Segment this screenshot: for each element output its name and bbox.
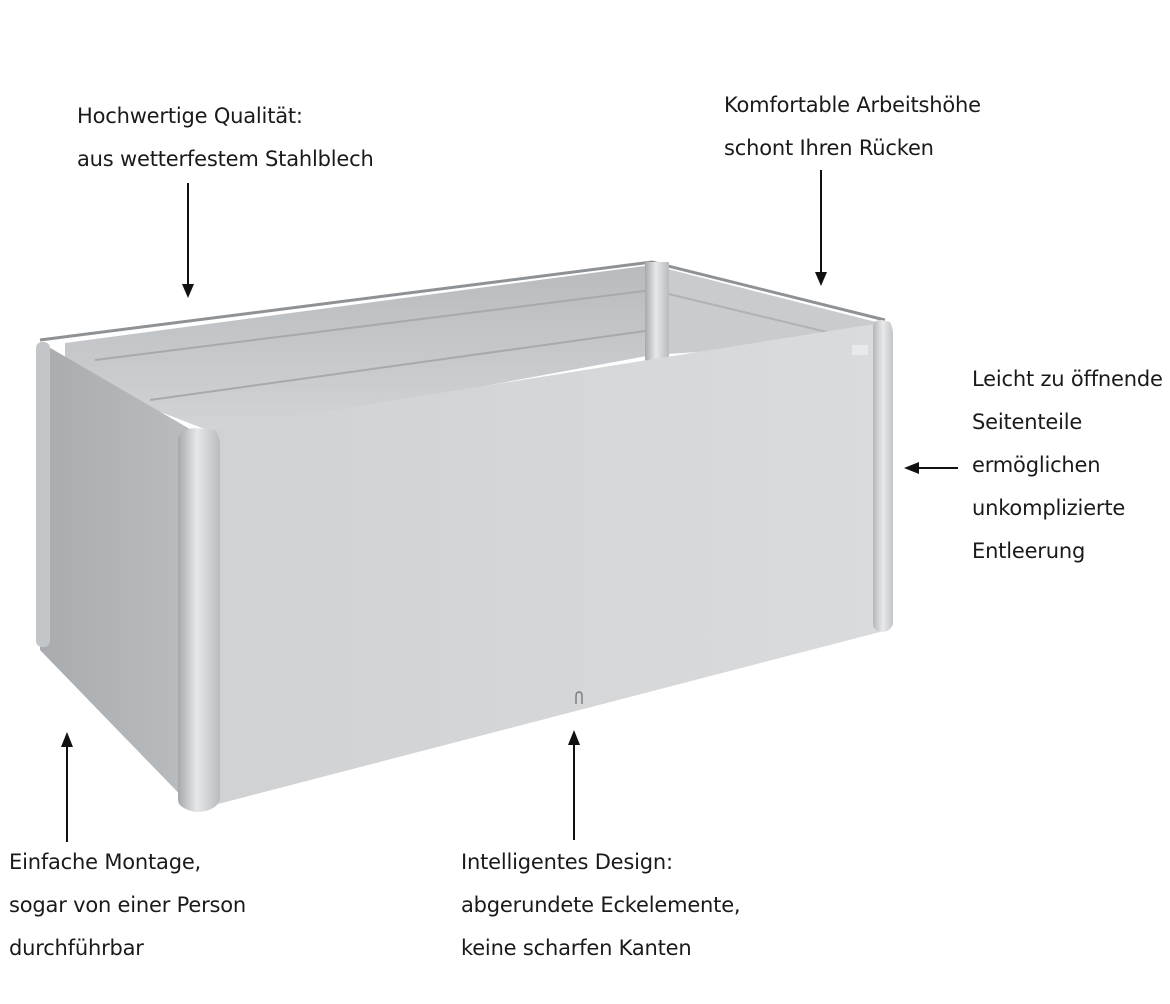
arrow-sides — [904, 462, 958, 474]
arrows — [61, 170, 958, 842]
callout-sides-line-1: Leicht zu öffnende — [972, 367, 1163, 391]
callout-design-line-3: keine scharfen Kanten — [461, 936, 692, 960]
callout-quality-line-1: Hochwertige Qualität: — [77, 104, 303, 128]
callout-design-line-2: abgerundete Eckelemente, — [461, 893, 741, 917]
bed-corner-posts — [178, 320, 893, 812]
callout-sides-line-5: Entleerung — [972, 539, 1086, 563]
callout-height: Komfortable Arbeitshöhe schont Ihren Rüc… — [724, 84, 981, 170]
arrow-quality — [182, 183, 194, 298]
callout-quality: Hochwertige Qualität: aus wetterfestem S… — [77, 95, 374, 181]
callout-sides-line-3: ermöglichen — [972, 453, 1101, 477]
arrow-assembly — [61, 732, 73, 842]
callout-assembly: Einfache Montage, sogar von einer Person… — [9, 841, 246, 970]
callout-assembly-line-3: durchführbar — [9, 936, 144, 960]
arrow-design — [568, 730, 580, 840]
arrow-height — [815, 170, 827, 286]
callout-design: Intelligentes Design: abgerundete Eckele… — [461, 841, 741, 970]
callout-assembly-line-2: sogar von einer Person — [9, 893, 247, 917]
bed-front-panel — [195, 323, 880, 810]
callout-design-line-1: Intelligentes Design: — [461, 850, 673, 874]
callout-sides-line-2: Seitenteile — [972, 410, 1083, 434]
callout-height-line-1: Komfortable Arbeitshöhe — [724, 93, 981, 117]
callout-height-line-2: schont Ihren Rücken — [724, 136, 934, 160]
bed-side-panel — [36, 342, 195, 810]
callout-assembly-line-1: Einfache Montage, — [9, 850, 202, 874]
callout-sides: Leicht zu öffnende Seitenteile ermöglich… — [972, 358, 1163, 573]
callout-sides-line-4: unkomplizierte — [972, 496, 1126, 520]
callout-quality-line-2: aus wetterfestem Stahlblech — [77, 147, 374, 171]
